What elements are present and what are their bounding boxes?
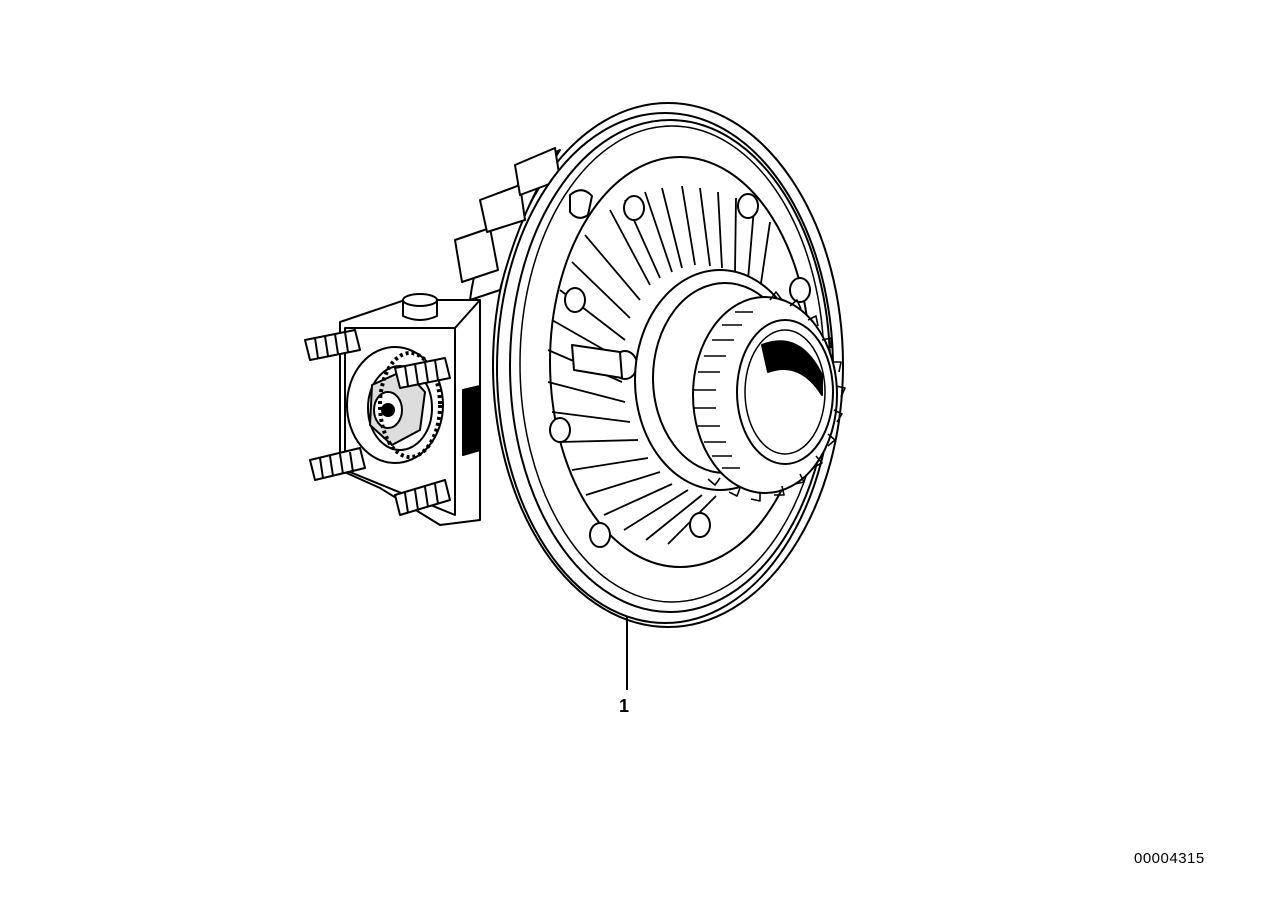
wheel-stud [394,357,451,389]
document-id: 00004315 [1134,850,1205,867]
wheel-stud [309,447,366,481]
wheel-stud [394,479,451,516]
wheel-stud [304,329,361,361]
callout-label-1: 1 [619,696,630,716]
output-gear-hub [634,269,846,502]
